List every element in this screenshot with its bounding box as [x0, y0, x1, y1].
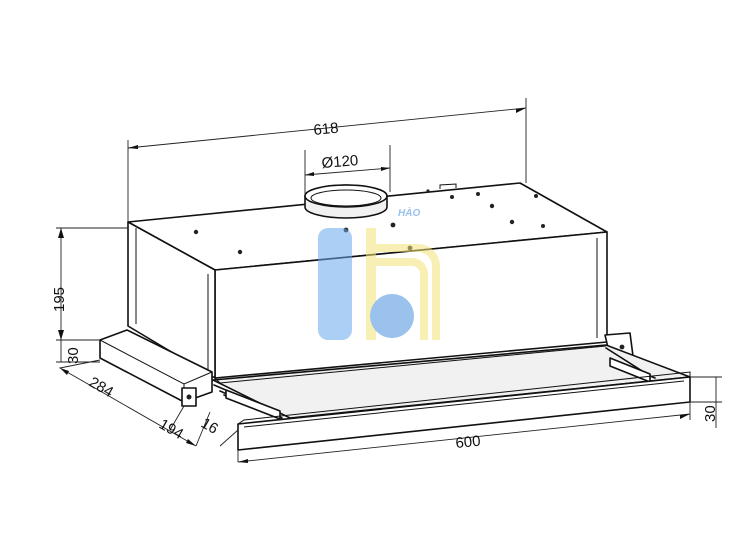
dim-width-front: 600	[455, 433, 482, 452]
dim-depth-total: 284	[86, 374, 116, 401]
hood-front-return	[135, 228, 598, 370]
watermark-yellow-arcs	[372, 244, 440, 340]
dim-depth-body: 194	[156, 416, 186, 443]
dim-width-top: 618	[313, 120, 340, 139]
watermark-circle	[370, 294, 414, 338]
slide-drawer	[99, 329, 691, 451]
top-notch	[439, 183, 457, 189]
dim-height: 195	[51, 287, 68, 312]
duct-collar	[304, 184, 388, 219]
dim-panel-height: 30	[702, 405, 719, 422]
watermark-text: HÀO	[398, 206, 420, 219]
watermark-bar	[318, 228, 352, 340]
dim-panel-offset: 16	[198, 415, 221, 438]
dim-slide-height: 30	[65, 347, 82, 364]
dim-duct-diameter: Ø120	[321, 152, 359, 172]
dimension-lines	[56, 98, 722, 463]
watermark-logo: HÀO	[318, 206, 440, 340]
